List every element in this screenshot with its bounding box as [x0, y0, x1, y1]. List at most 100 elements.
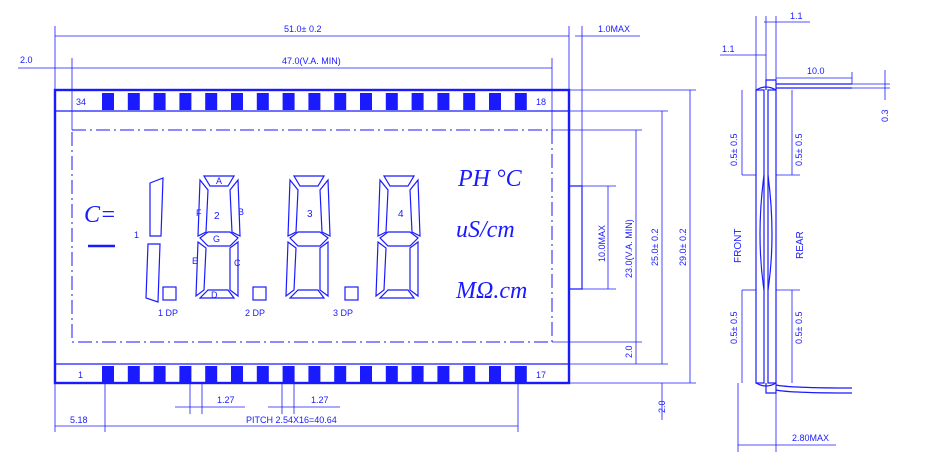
pin — [179, 366, 192, 383]
dim-inner-height: 25.0± 0.2 — [650, 229, 660, 266]
pin — [308, 93, 321, 110]
pin — [282, 366, 295, 383]
unit-mohm-cm: MΩ.cm — [455, 278, 527, 304]
digit-segment — [197, 178, 209, 237]
digit-segment — [319, 178, 331, 237]
dp-label-2: 2 DP — [245, 308, 265, 318]
digit-segment — [229, 240, 239, 298]
pin — [334, 93, 347, 110]
dp-3 — [344, 286, 359, 301]
c-symbol: C= — [84, 202, 116, 228]
digit-label-3: 3 — [307, 209, 313, 220]
digit-segment — [292, 175, 326, 187]
digit-segment — [409, 240, 419, 298]
bottom-pin-row — [102, 366, 527, 383]
side-dim-rear-top: 0.5± 0.5 — [794, 134, 804, 166]
pin — [360, 366, 372, 383]
dim-pin-w1: 1.27 — [217, 395, 235, 405]
digit-segment — [377, 178, 389, 237]
seg-label-f: F — [196, 208, 202, 218]
unit-us-cm: uS/cm — [456, 217, 515, 243]
dim-va-width: 47.0(V.A. MIN) — [282, 56, 341, 66]
pin — [127, 366, 140, 383]
pin — [437, 93, 450, 110]
dp-2 — [252, 286, 267, 301]
digit-1: 1 — [134, 177, 164, 303]
digit-segment — [382, 175, 416, 187]
top-pin-row — [102, 93, 527, 110]
digit-segment — [199, 231, 239, 247]
pin — [205, 93, 218, 110]
dim-left-offset: 2.0 — [20, 55, 33, 65]
side-view: 1.1 1.1 10.0 0.3 0.5± 0.5 0.5± 0.5 FRONT… — [720, 11, 890, 452]
pin — [463, 366, 476, 383]
digit-label-1: 1 — [134, 230, 139, 240]
side-dim-top: 1.1 — [790, 11, 803, 21]
digit-segment — [319, 240, 329, 298]
seg-label-a: A — [216, 176, 222, 186]
dim-bottom-margin: 2.0 — [657, 400, 667, 413]
pin — [514, 93, 527, 110]
digit-segment — [375, 240, 387, 298]
side-dim-front-bottom: 0.5± 0.5 — [729, 312, 739, 344]
pin-label-17: 17 — [536, 370, 546, 380]
pin — [360, 93, 372, 110]
dim-overall-height: 29.0± 0.2 — [678, 229, 688, 266]
seg-label-e: E — [192, 256, 198, 266]
seg-label-b: B — [238, 207, 244, 217]
pin-label-18: 18 — [536, 97, 546, 107]
pin — [231, 93, 243, 110]
pin — [411, 93, 424, 110]
digit-label-2: 2 — [214, 211, 220, 222]
digit-segment — [378, 289, 416, 299]
pin — [489, 366, 501, 383]
digit-segment — [288, 289, 326, 299]
pin — [102, 93, 114, 110]
pin-label-1: 1 — [78, 370, 83, 380]
pin — [334, 366, 347, 383]
pin — [437, 366, 450, 383]
label-front: FRONT — [733, 229, 744, 263]
pin — [153, 366, 166, 383]
side-dim-rear-bottom: 0.5± 0.5 — [794, 312, 804, 344]
digit-segment — [198, 289, 236, 299]
pin — [385, 93, 398, 110]
digit-segment — [229, 178, 241, 237]
digits-group — [195, 175, 421, 299]
pin — [256, 366, 269, 383]
dp-1 — [162, 286, 177, 301]
seg-label-d: D — [211, 290, 218, 300]
pin — [463, 93, 476, 110]
dim-pin-w2: 1.27 — [311, 395, 329, 405]
dim-pitch: PITCH 2.54X16=40.64 — [246, 415, 337, 425]
pin — [127, 93, 140, 110]
digit-segment — [379, 231, 419, 247]
pin — [489, 93, 501, 110]
connector-tab — [569, 185, 583, 290]
pin — [256, 93, 269, 110]
viewing-area — [71, 129, 553, 343]
digit-label-4: 4 — [398, 209, 404, 220]
pin — [308, 366, 321, 383]
digit-segment — [289, 231, 329, 247]
dp-label-3: 3 DP — [333, 308, 353, 318]
digit-segment — [202, 175, 236, 187]
pin — [514, 366, 527, 383]
seg-label-g: G — [213, 234, 220, 244]
label-rear: REAR — [795, 231, 806, 259]
side-dim-pin-thick: 0.3 — [880, 109, 890, 122]
dim-pin-start: 5.18 — [70, 415, 88, 425]
pin — [102, 366, 114, 383]
side-dim-depth: 2.80MAX — [792, 433, 829, 443]
digit-segment — [287, 178, 299, 237]
dim-pin-height: 10.0MAX — [597, 225, 607, 262]
unit-ph-c: PH °C — [457, 166, 523, 192]
pin-label-34: 34 — [76, 97, 86, 107]
digit-segment — [409, 178, 421, 237]
side-dim-left: 1.1 — [722, 44, 735, 54]
dim-overall-width: 51.0± 0.2 — [284, 24, 321, 34]
pin — [231, 366, 243, 383]
digit-segment — [195, 240, 207, 298]
pin — [179, 93, 192, 110]
